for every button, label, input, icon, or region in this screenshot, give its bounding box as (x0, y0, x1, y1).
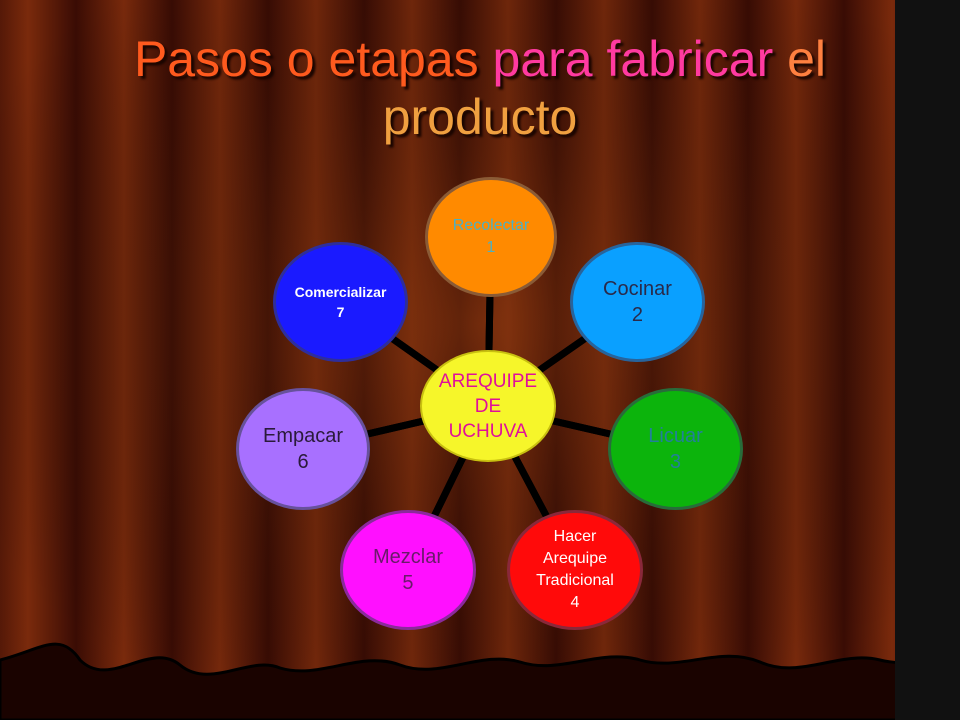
step-node-label: Empacar 6 (262, 425, 344, 473)
title-part: Pasos o etapas (133, 31, 493, 87)
step-node-recolectar: Recolectar 1 (425, 177, 557, 297)
page-title: Pasos o etapas para fabricar el producto (60, 30, 900, 146)
step-node-cocinar: Cocinar 2 (570, 242, 705, 362)
center-node-label: AREQUIPE DE UCHUVA (438, 370, 538, 442)
step-node-label: Recolectar 1 (452, 217, 530, 256)
step-node-label: Mezclar 5 (372, 546, 443, 594)
step-node-label: Licuar 3 (648, 425, 703, 473)
step-node-label: Hacer Arequipe Tradicional 4 (536, 528, 614, 611)
step-node-label: Cocinar 2 (603, 278, 672, 326)
title-part: para fabricar (492, 31, 788, 87)
step-node-licuar: Licuar 3 (608, 388, 743, 510)
step-node-empacar: Empacar 6 (236, 388, 370, 510)
step-node-mezclar: Mezclar 5 (340, 510, 476, 630)
center-node: AREQUIPE DE UCHUVA (420, 350, 556, 462)
title-part: el (787, 31, 827, 87)
step-node-label: Comercializar 7 (294, 284, 387, 320)
step-node-hacer-arequipe: Hacer Arequipe Tradicional 4 (507, 510, 643, 630)
step-node-comercializar: Comercializar 7 (273, 242, 408, 362)
title-part: producto (382, 89, 578, 145)
